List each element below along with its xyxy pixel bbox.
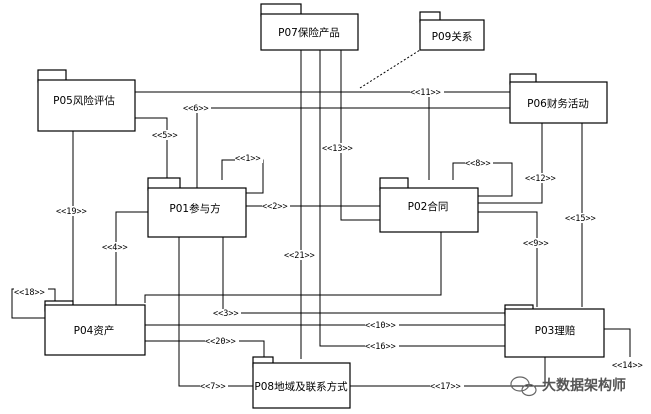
relation-label-2: <<2>>	[262, 202, 288, 212]
package-p07[interactable]: P07保险产品	[260, 3, 359, 51]
watermark: 大数据架构师	[510, 376, 626, 397]
package-p08-label: P08地域及联系方式	[254, 380, 348, 393]
relation-label-19: <<19>>	[56, 207, 87, 217]
package-p04[interactable]: P04资产	[44, 300, 146, 356]
package-p03[interactable]: P03理赔	[504, 304, 605, 358]
relation-labels: <<1>> <<2>> <<3>> <<4>> <<5>> <<6>> <<7>…	[14, 87, 646, 392]
relation-label-7: <<7>>	[200, 382, 226, 392]
relation-label-6: <<6>>	[183, 104, 209, 114]
relation-label-20: <<20>>	[205, 337, 236, 347]
relation-label-21: <<21>>	[284, 251, 315, 261]
relation-label-16: <<16>>	[365, 342, 396, 352]
package-p06[interactable]: P06财务活动	[509, 73, 608, 124]
package-p02-label: P02合同	[408, 200, 449, 213]
package-p02[interactable]: P02合同	[379, 177, 479, 233]
package-p05[interactable]: P05风险评估	[37, 69, 136, 132]
package-p06-label: P06财务活动	[527, 97, 589, 110]
package-p05-label: P05风险评估	[53, 94, 115, 107]
relation-label-4: <<4>>	[102, 243, 128, 253]
relation-label-12: <<12>>	[525, 174, 556, 184]
package-p09-label: P09关系	[432, 30, 473, 43]
relation-label-10: <<10>>	[365, 321, 396, 331]
relation-label-3: <<3>>	[213, 309, 239, 319]
package-p08[interactable]: P08地域及联系方式	[252, 356, 351, 409]
relation-label-5: <<5>>	[152, 131, 178, 141]
relation-label-13: <<13>>	[322, 144, 353, 154]
relation-label-8: <<8>>	[465, 159, 491, 169]
relation-label-14: <<14>>	[612, 361, 643, 371]
relation-label-9: <<9>>	[523, 239, 549, 249]
package-p03-label: P03理赔	[535, 324, 576, 337]
package-p01-label: P01参与方	[169, 202, 220, 215]
package-p04-label: P04资产	[74, 324, 115, 337]
relation-label-15: <<15>>	[565, 214, 596, 224]
watermark-text: 大数据架构师	[542, 377, 626, 394]
wechat-icon	[510, 376, 537, 397]
package-p09[interactable]: P09关系	[419, 11, 485, 51]
package-p01[interactable]: P01参与方	[147, 177, 247, 238]
relation-label-18: <<18>>	[14, 288, 45, 298]
package-p07-label: P07保险产品	[278, 26, 340, 39]
relation-label-11: <<11>>	[410, 88, 441, 98]
relation-label-17: <<17>>	[430, 382, 461, 392]
relation-label-1: <<1>>	[235, 154, 261, 164]
